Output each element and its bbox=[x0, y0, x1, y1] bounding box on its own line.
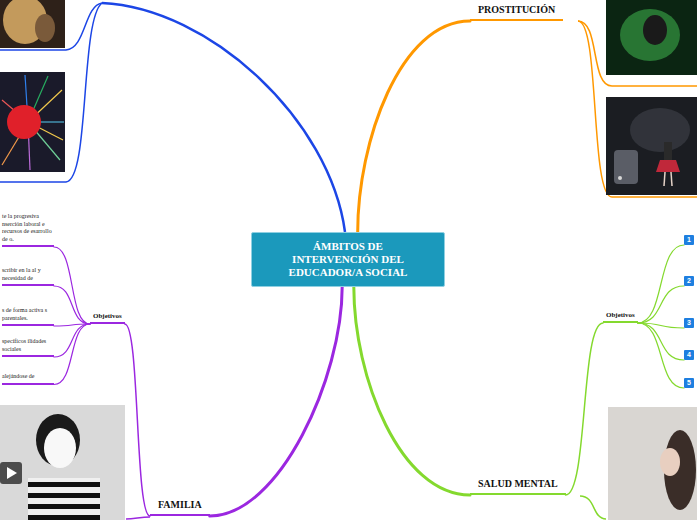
photo-detail bbox=[630, 108, 690, 152]
node-text: FAMILIA bbox=[158, 499, 202, 511]
node-text: s de forma activa s parentales. bbox=[2, 307, 52, 322]
node-text: 2 bbox=[684, 276, 694, 286]
branch-connector bbox=[358, 21, 470, 232]
photo-detail bbox=[643, 15, 667, 45]
branch-connector bbox=[125, 324, 150, 516]
branch-connector bbox=[638, 245, 684, 323]
branch-connector bbox=[566, 323, 603, 495]
figure bbox=[671, 172, 672, 186]
branch-topic: SALUD MENTAL bbox=[470, 478, 566, 495]
figure bbox=[656, 160, 680, 172]
node-text: 3 bbox=[684, 318, 694, 328]
face bbox=[44, 428, 76, 468]
node-text: specíficos ilidades sociales bbox=[2, 338, 52, 353]
branch-topic: PROSTITUCIÓN bbox=[470, 4, 563, 21]
photo bbox=[606, 97, 697, 195]
stripe bbox=[28, 515, 100, 520]
number-box: 4 bbox=[684, 350, 694, 360]
branch-connector bbox=[54, 247, 90, 324]
node-text: SALUD MENTAL bbox=[478, 478, 558, 490]
car-light bbox=[618, 176, 622, 180]
node-text: scribir en la al y necesidad de bbox=[2, 267, 52, 282]
branch-connector bbox=[638, 323, 684, 388]
branch-connector bbox=[354, 287, 470, 495]
photo-detail bbox=[35, 14, 55, 42]
objective-item: specíficos ilidades sociales bbox=[2, 338, 54, 357]
node-text: ÁMBITOS DE INTERVENCIÓN DEL EDUCADOR/A S… bbox=[282, 240, 414, 280]
branch-line bbox=[102, 3, 345, 232]
number-box: 1 bbox=[684, 235, 694, 245]
stripe bbox=[28, 504, 100, 509]
shirt bbox=[28, 478, 100, 520]
node-text: Objetivos bbox=[606, 311, 635, 319]
photo bbox=[0, 72, 65, 172]
branch-connector bbox=[210, 287, 342, 516]
node-text: PROSTITUCIÓN bbox=[478, 4, 555, 16]
branch-line bbox=[126, 517, 150, 519]
play-icon bbox=[7, 467, 17, 479]
subtopic: Objetivos bbox=[90, 312, 125, 324]
photo bbox=[606, 0, 697, 75]
objective-item: alejándose de bbox=[2, 373, 54, 385]
node-text: 4 bbox=[684, 350, 694, 360]
photo bbox=[0, 405, 125, 520]
car bbox=[614, 150, 638, 184]
subtopic: Objetivos bbox=[603, 311, 638, 323]
branch-connector bbox=[638, 286, 684, 323]
objective-item: scribir en la al y necesidad de bbox=[2, 267, 54, 286]
branch-topic: FAMILIA bbox=[150, 499, 210, 516]
branch-line bbox=[580, 496, 606, 519]
face bbox=[660, 448, 680, 476]
stripe bbox=[28, 493, 100, 498]
stripe bbox=[28, 482, 100, 487]
photo-detail bbox=[7, 105, 41, 139]
photo-detail bbox=[620, 9, 680, 61]
node-text: 5 bbox=[684, 378, 694, 388]
branch-connector bbox=[54, 324, 90, 385]
number-box: 3 bbox=[684, 318, 694, 328]
node-text: Objetivos bbox=[93, 312, 122, 320]
number-box: 5 bbox=[684, 378, 694, 388]
node-text: te la progresiva nserción laboral e recu… bbox=[2, 213, 52, 243]
branch-connector bbox=[54, 286, 90, 324]
figure bbox=[664, 142, 672, 160]
photo bbox=[608, 407, 697, 520]
figure bbox=[664, 172, 665, 186]
objective-item: te la progresiva nserción laboral e recu… bbox=[2, 213, 54, 247]
objective-item: s de forma activa s parentales. bbox=[2, 307, 54, 326]
ray-burst bbox=[2, 75, 64, 170]
node-text: 1 bbox=[684, 235, 694, 245]
node-text: alejándose de bbox=[2, 373, 52, 381]
number-box: 2 bbox=[684, 276, 694, 286]
play-button bbox=[0, 462, 22, 484]
central-topic: ÁMBITOS DE INTERVENCIÓN DEL EDUCADOR/A S… bbox=[251, 232, 445, 287]
